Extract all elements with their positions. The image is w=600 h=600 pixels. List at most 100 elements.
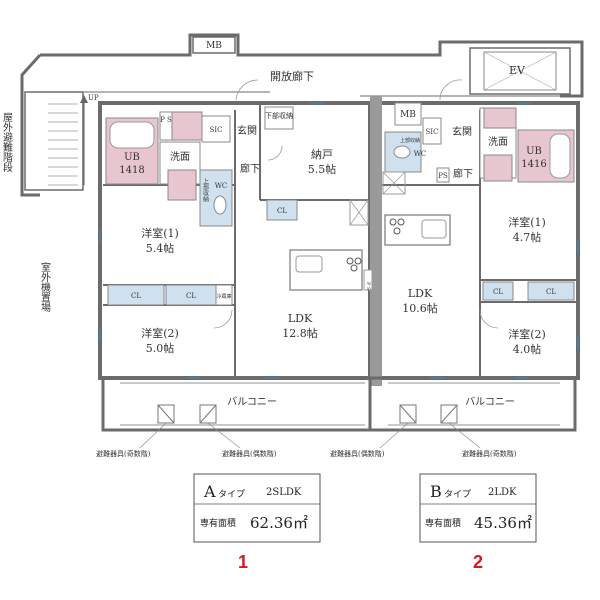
unit-a-sic-box xyxy=(201,115,231,143)
unit-a-shitabase-label: 下部収納 xyxy=(265,111,293,120)
evac-leaders xyxy=(139,422,481,449)
unit-b-yoshitsu2-label: 洋室(2) xyxy=(508,327,546,341)
balcony-b-label: バルコニー xyxy=(465,396,515,408)
card-b-area-label: 専有面積 xyxy=(425,517,461,529)
unit-a-roka-label: 廊下 xyxy=(240,162,260,175)
unit-a-sink-area xyxy=(171,111,203,141)
up-label: UP xyxy=(88,94,99,102)
evac-b-even-label: 避難器具(偶数階) xyxy=(330,449,385,458)
unit-a-ub-label: UB xyxy=(124,152,140,163)
balcony-a-label: バルコニー xyxy=(227,396,277,408)
unit-b-washer xyxy=(483,154,513,182)
unit-b-wc-label: WC xyxy=(414,150,427,158)
unit-a-toilet xyxy=(213,195,227,215)
unit-b-yoshitsu1-size: 4.7帖 xyxy=(513,231,542,244)
card-a-area-label: 専有面積 xyxy=(200,517,236,529)
stair-treads xyxy=(48,103,78,186)
unit-b-cl1-box xyxy=(482,281,514,301)
balcony xyxy=(101,376,577,432)
unit-b-ldk-label: LDK xyxy=(408,287,433,300)
card-a-word: タイプ xyxy=(218,489,245,500)
open-corridor-label: 開放廊下 xyxy=(270,69,314,83)
unit-a-cl3-label: CL xyxy=(186,292,196,300)
card-b-word: タイプ xyxy=(444,489,471,500)
unit-a-genkan-label: 玄関 xyxy=(237,124,257,137)
mb-top-box xyxy=(192,36,236,54)
unit-b-bathtub xyxy=(549,133,571,179)
unit-a-frig-label: 冷蔵庫 xyxy=(216,293,231,300)
evac-hatches xyxy=(157,404,458,424)
card-a-layout: 2SLDK xyxy=(266,487,302,498)
unit-a-wc-note: 上部収納 xyxy=(202,177,209,203)
ev-label: EV xyxy=(509,64,526,77)
unit-b-genkan-label: 玄関 xyxy=(452,125,472,138)
unit-b-mb-label: MB xyxy=(400,110,416,120)
unit-a-yoshitsu2-label: 洋室(2) xyxy=(141,326,179,340)
unit-a-storage-cross-box xyxy=(349,199,369,226)
number-one: 1 xyxy=(238,552,248,572)
card-b-letter: B xyxy=(430,482,442,501)
evac-a-odd-label: 避難器具(奇数階) xyxy=(96,449,151,458)
unit-a-ps2-label: P S xyxy=(365,282,371,291)
unit-a-yoshitsu1-label: 洋室(1) xyxy=(141,226,179,240)
unit-a-cl-hall-label: CL xyxy=(277,207,287,215)
card-b-area-value: 45.36㎡ xyxy=(474,514,532,532)
unit-a-ub-size: 1418 xyxy=(119,165,144,176)
unit-b-ub-label: UB xyxy=(526,146,542,157)
number-two: 2 xyxy=(473,552,483,572)
card-a: A タイプ 2SLDK 専有面積 62.36㎡ xyxy=(193,473,321,543)
unit-b-cl1-label: CL xyxy=(493,288,503,296)
unit-b-sic-box xyxy=(422,117,442,145)
unit-a-nando-size: 5.5帖 xyxy=(308,163,337,176)
unit-b-cl2-label: CL xyxy=(546,288,556,296)
unit-b-sink-area xyxy=(483,107,517,129)
unit-a-senmen-label: 洗面 xyxy=(170,151,190,163)
unit-b-roka-label: 廊下 xyxy=(453,167,473,180)
unit-b-cl2-box xyxy=(527,281,575,301)
unit-a-shitabase-box xyxy=(264,106,294,130)
unit-b-mb-box xyxy=(394,102,422,126)
stair-arrow-head xyxy=(80,95,88,103)
window-markers xyxy=(99,102,579,379)
unit-b-yoshitsu1-label: 洋室(1) xyxy=(508,215,546,229)
elevator xyxy=(469,47,571,95)
unit-a-cl-hall-box xyxy=(266,199,298,221)
unit-b-toilet xyxy=(393,145,411,159)
outdoor-stairs-label: 屋外避難階段 xyxy=(1,112,13,173)
unit-b-kitchen xyxy=(384,214,451,246)
card-a-area-value: 62.36㎡ xyxy=(250,514,308,532)
unit-b-wc-note: 上部収納 xyxy=(400,137,420,144)
unit-a-bathtub xyxy=(109,121,155,149)
card-a-letter: A xyxy=(203,482,216,501)
unit-a-cl1-box xyxy=(107,284,165,306)
door-swings xyxy=(213,79,499,329)
unit-b-sic-label: SIC xyxy=(426,128,439,136)
unit-a-ldk-size: 12.8帖 xyxy=(282,327,318,340)
unit-a-sic-label: SIC xyxy=(210,126,223,134)
evac-b-odd-label: 避難器具(奇数階) xyxy=(462,449,517,458)
unit-a-yoshitsu2-size: 5.0帖 xyxy=(146,342,175,355)
unit-a-yoshitsu1-size: 5.4帖 xyxy=(146,242,175,255)
outer-walls xyxy=(20,33,584,197)
unit-b-entry-cross xyxy=(382,171,406,195)
unit-b-yoshitsu2-size: 4.0帖 xyxy=(513,343,542,356)
unit-a-cl2-label: CL xyxy=(131,292,141,300)
unit-b-ldk-size: 10.6帖 xyxy=(402,302,438,315)
party-wall xyxy=(370,96,382,386)
unit-b-ps-box xyxy=(436,167,450,183)
unit-b-ps-label: PS xyxy=(438,172,448,180)
mb-top-label: MB xyxy=(206,41,222,51)
card-b-layout: 2LDK xyxy=(488,487,517,498)
unit-a-nando-label: 納戸 xyxy=(311,148,333,161)
unit-b-ub-size: 1416 xyxy=(521,159,546,170)
card-b: B タイプ 2LDK 専有面積 45.36㎡ xyxy=(419,473,537,543)
unit-a-frig-box xyxy=(215,284,233,306)
outdoor-unit-label: 室外機置場 xyxy=(39,261,51,313)
unit-a-kitchen xyxy=(289,249,373,291)
unit-a-ldk-label: LDK xyxy=(288,312,313,325)
unit-b-senmen-label: 洗面 xyxy=(488,136,508,148)
unit-a-ps-label: P S xyxy=(160,116,172,124)
evac-a-even-label: 避難器具(偶数階) xyxy=(222,449,277,458)
